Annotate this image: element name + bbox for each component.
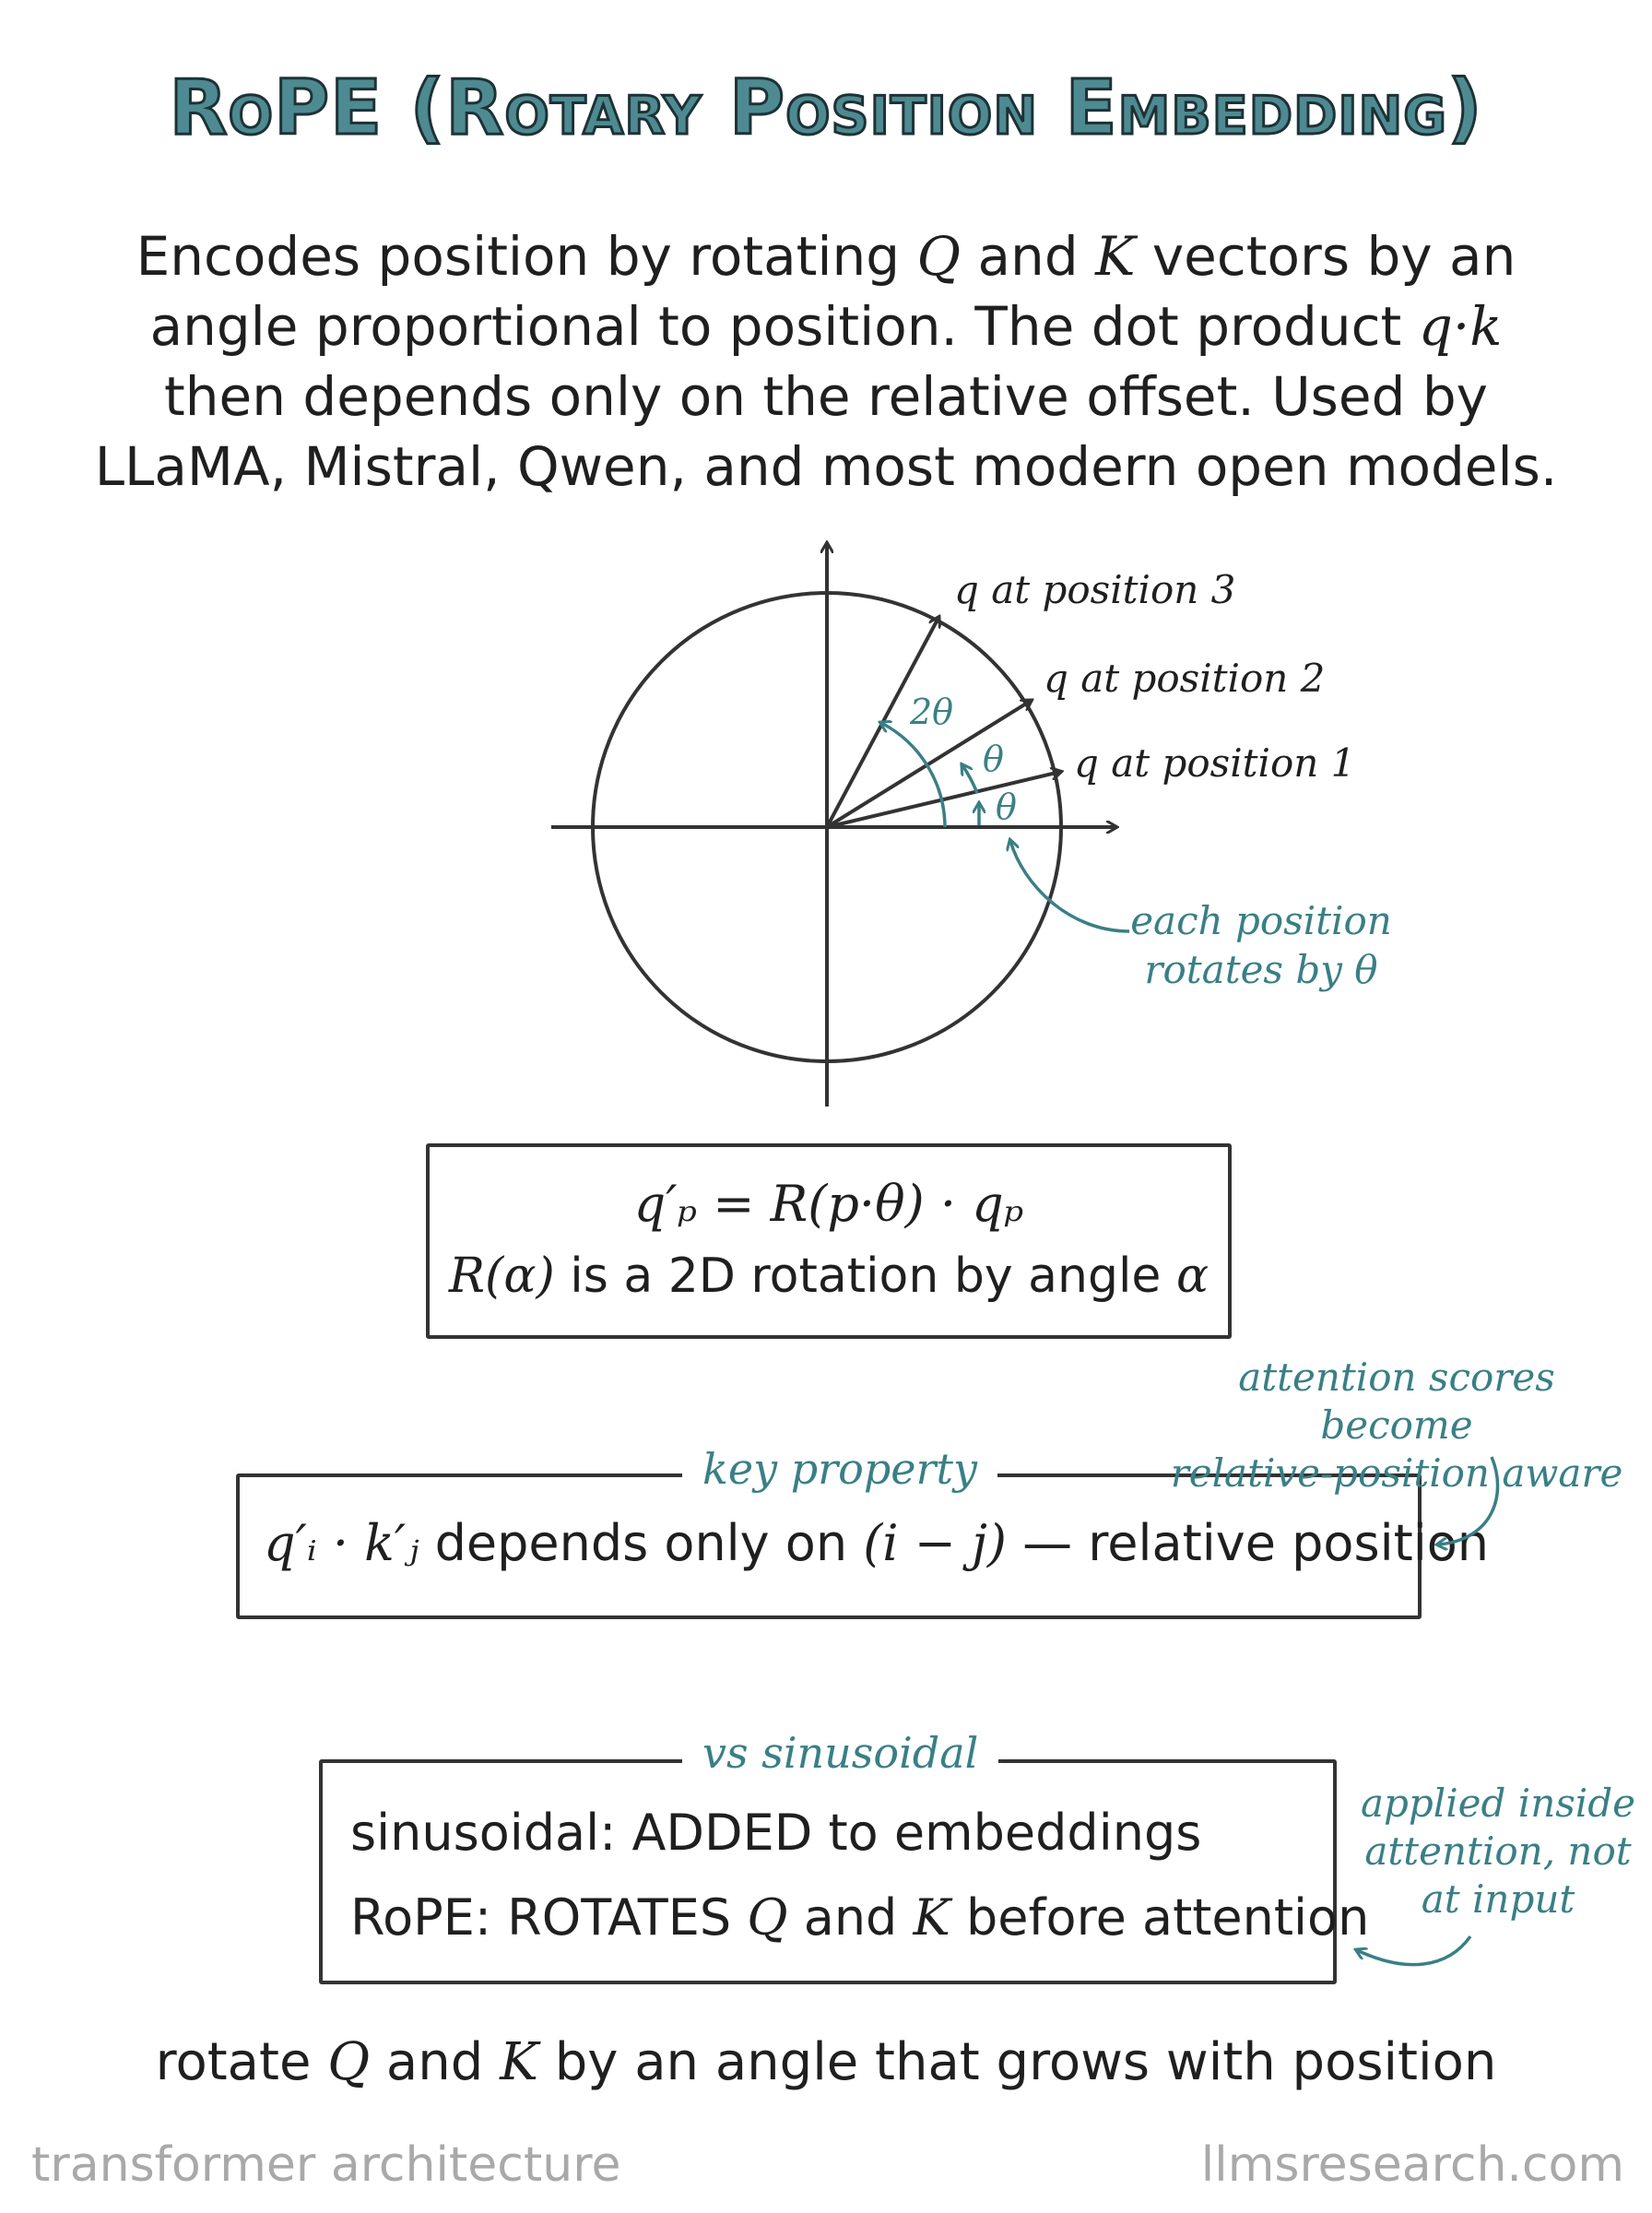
note-line-2: rotates by θ — [1144, 947, 1377, 992]
arc-theta-upper — [962, 765, 979, 794]
intro-paragraph: Encodes position by rotating Q and K vec… — [88, 221, 1564, 502]
rope-line: RoPE: ROTATES Q and K before attention — [350, 1888, 1370, 1947]
vector-position-2 — [825, 701, 1031, 829]
rotation-formula: q′ₚ = R(p·θ) · qₚ — [633, 1175, 1024, 1233]
key-property-note: attention scores become relative-positio… — [1170, 1355, 1623, 1496]
vs-sinusoidal-label: vs sinusoidal — [682, 1727, 999, 1779]
vector-position-1 — [826, 772, 1060, 829]
sinusoidal-line: sinusoidal: ADDED to embeddings — [350, 1804, 1202, 1862]
label-position-1: q at position 1 — [1074, 740, 1355, 786]
intro-line: angle proportional to position. The dot … — [149, 295, 1503, 358]
key-property-label: key property — [682, 1443, 997, 1495]
note-line-1: each position — [1130, 898, 1392, 943]
rotation-diagram: q at position 3 q at position 2 q at pos… — [551, 516, 1392, 1106]
label-position-2: q at position 2 — [1044, 656, 1325, 701]
footer-right: llmsresearch.com — [1200, 2137, 1624, 2193]
intro-line: Encodes position by rotating Q and K vec… — [136, 225, 1516, 288]
key-property-statement: q′ᵢ · k′ⱼ depends only on (i − j) — rela… — [264, 1514, 1490, 1572]
angle-label-theta-lower: θ — [996, 787, 1017, 827]
angle-label-2theta: 2θ — [909, 692, 953, 732]
note-arrow — [1010, 841, 1130, 933]
vs-sinusoidal-note: applied inside attention, not at input — [1361, 1781, 1635, 1922]
footer-left: transformer architecture — [31, 2137, 621, 2193]
key-property-note-arrow — [1420, 1456, 1500, 1568]
arc-2theta — [881, 723, 947, 828]
vs-sinusoidal-box — [319, 1759, 1337, 1984]
intro-line: LLaMA, Mistral, Qwen, and most modern op… — [94, 435, 1558, 498]
rotation-definition: R(α) is a 2D rotation by angle α — [448, 1249, 1210, 1304]
summary-line: rotate Q and K by an angle that grows wi… — [155, 2032, 1497, 2092]
angle-label-theta-upper: θ — [983, 739, 1004, 779]
page-title: RoPE (Rotary Position Embedding) — [168, 64, 1483, 154]
vs-sinusoidal-note-arrow — [1337, 1935, 1472, 1967]
formula-box: q′ₚ = R(p·θ) · qₚ R(α) is a 2D rotation … — [426, 1143, 1232, 1339]
label-position-3: q at position 3 — [954, 567, 1235, 612]
intro-line: then depends only on the relative offset… — [164, 365, 1488, 428]
